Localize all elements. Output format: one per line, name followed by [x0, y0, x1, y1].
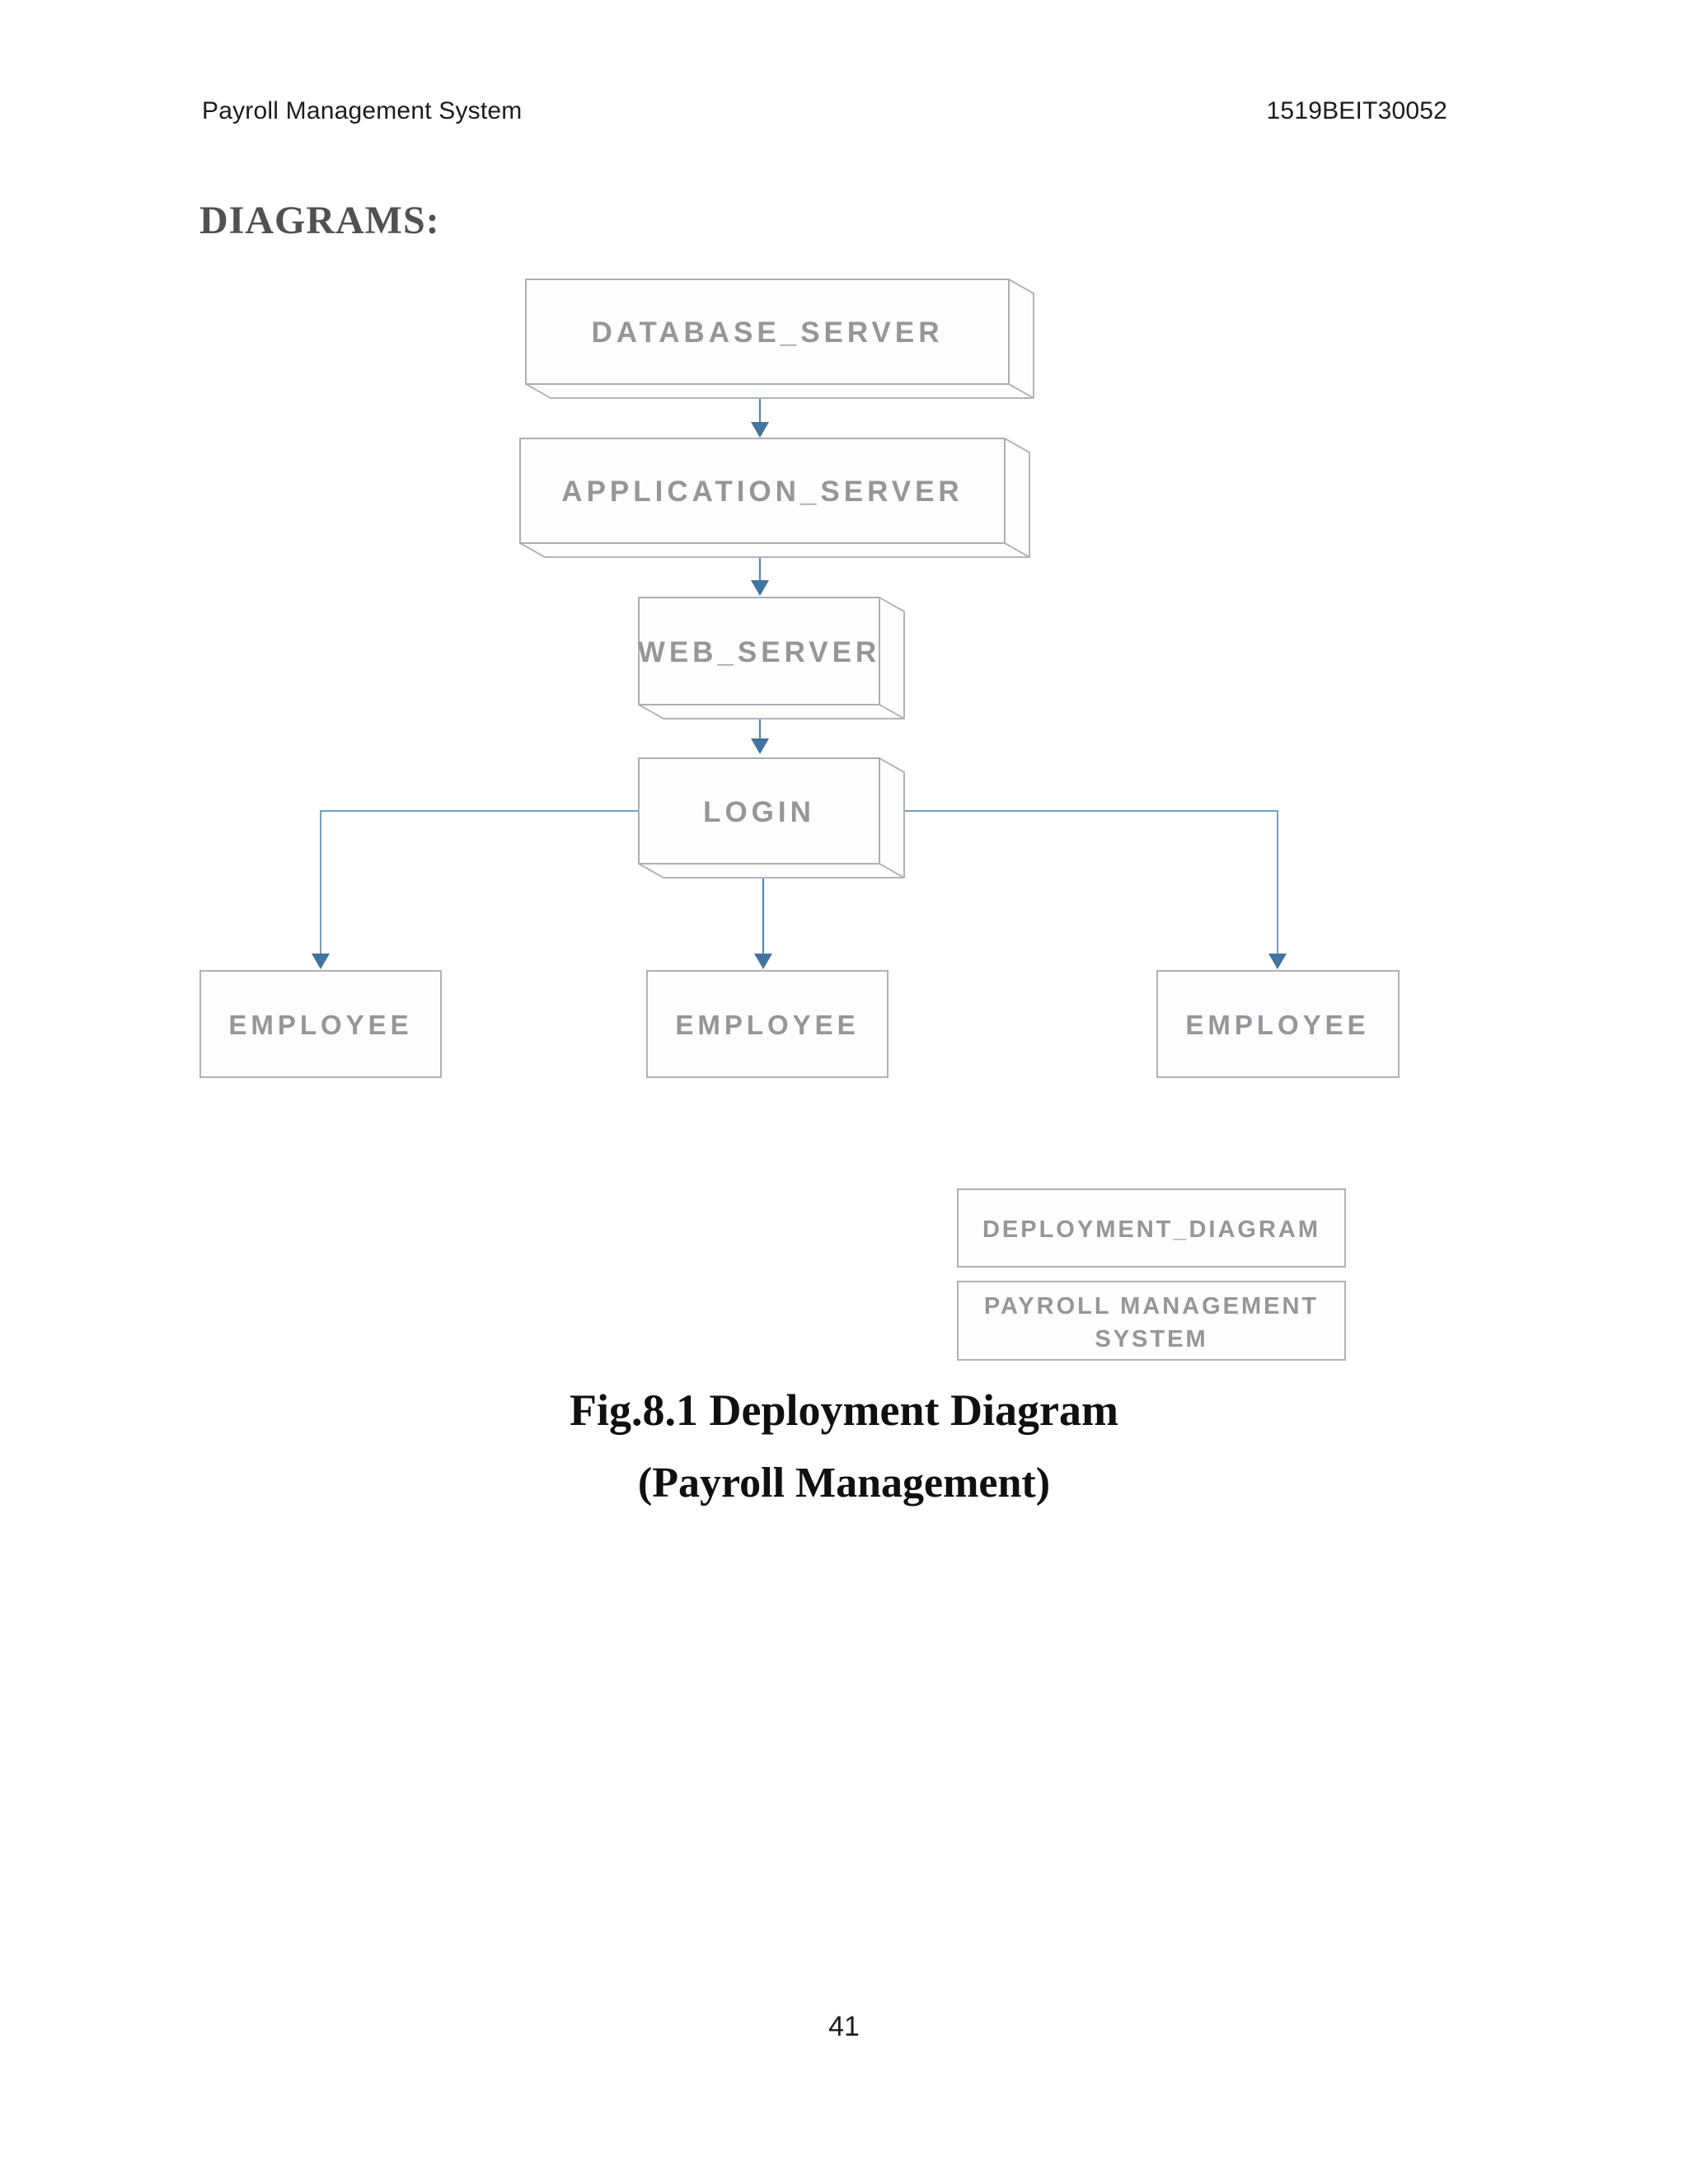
- node-employee-middle-label: EMPLOYEE: [675, 1010, 859, 1040]
- figure-caption-line2: (Payroll Management): [637, 1460, 1051, 1507]
- figure-caption: Fig.8.1 Deployment Diagram (Payroll Mana…: [0, 1385, 1688, 1507]
- header-right-text: 1519BEIT30052: [1266, 97, 1447, 124]
- arrowhead-web-to-login: [751, 738, 769, 754]
- arrowhead-login-to-employee-left: [312, 954, 330, 969]
- payroll-label-line1: PAYROLL MANAGEMENT: [984, 1293, 1319, 1319]
- node-employee-left: EMPLOYEE: [199, 970, 442, 1078]
- edge-login-to-employee-left: [320, 810, 639, 955]
- node-login: LOGIN: [638, 757, 905, 879]
- arrowhead-login-to-employee-right: [1268, 954, 1287, 969]
- node-login-label: LOGIN: [703, 796, 815, 828]
- edge-login-to-employee-right: [879, 810, 1278, 955]
- arrowhead-database-to-application: [751, 422, 769, 438]
- node-web-server-label: WEB_SERVER: [638, 636, 880, 668]
- node-deployment-diagram-label: DEPLOYMENT_DIAGRAM: [957, 1188, 1346, 1268]
- arrowhead-application-to-web: [751, 580, 769, 596]
- page-number: 41: [828, 2011, 860, 2042]
- node-database-server: DATABASE_SERVER: [525, 279, 1034, 399]
- node-database-server-label: DATABASE_SERVER: [591, 316, 943, 349]
- node-employee-right-label: EMPLOYEE: [1185, 1010, 1369, 1040]
- node-web-server: WEB_SERVER: [638, 597, 905, 719]
- deployment-diagram-label-text: DEPLOYMENT_DIAGRAM: [982, 1216, 1320, 1243]
- node-application-server: APPLICATION_SERVER: [519, 438, 1030, 558]
- node-payroll-management-system-label: PAYROLL MANAGEMENT SYSTEM: [957, 1281, 1346, 1361]
- arrowhead-login-to-employee-middle: [754, 954, 772, 969]
- node-employee-middle: EMPLOYEE: [646, 970, 889, 1078]
- figure-caption-line1: Fig.8.1 Deployment Diagram: [570, 1385, 1118, 1435]
- section-title: DIAGRAMS:: [199, 199, 440, 242]
- header-left-text: Payroll Management System: [202, 97, 523, 124]
- node-employee-left-label: EMPLOYEE: [228, 1010, 412, 1040]
- payroll-label-line2: SYSTEM: [1095, 1326, 1207, 1352]
- node-application-server-label: APPLICATION_SERVER: [561, 476, 963, 508]
- page-header: Payroll Management System 1519BEIT30052: [202, 97, 1447, 125]
- node-employee-right: EMPLOYEE: [1156, 970, 1400, 1078]
